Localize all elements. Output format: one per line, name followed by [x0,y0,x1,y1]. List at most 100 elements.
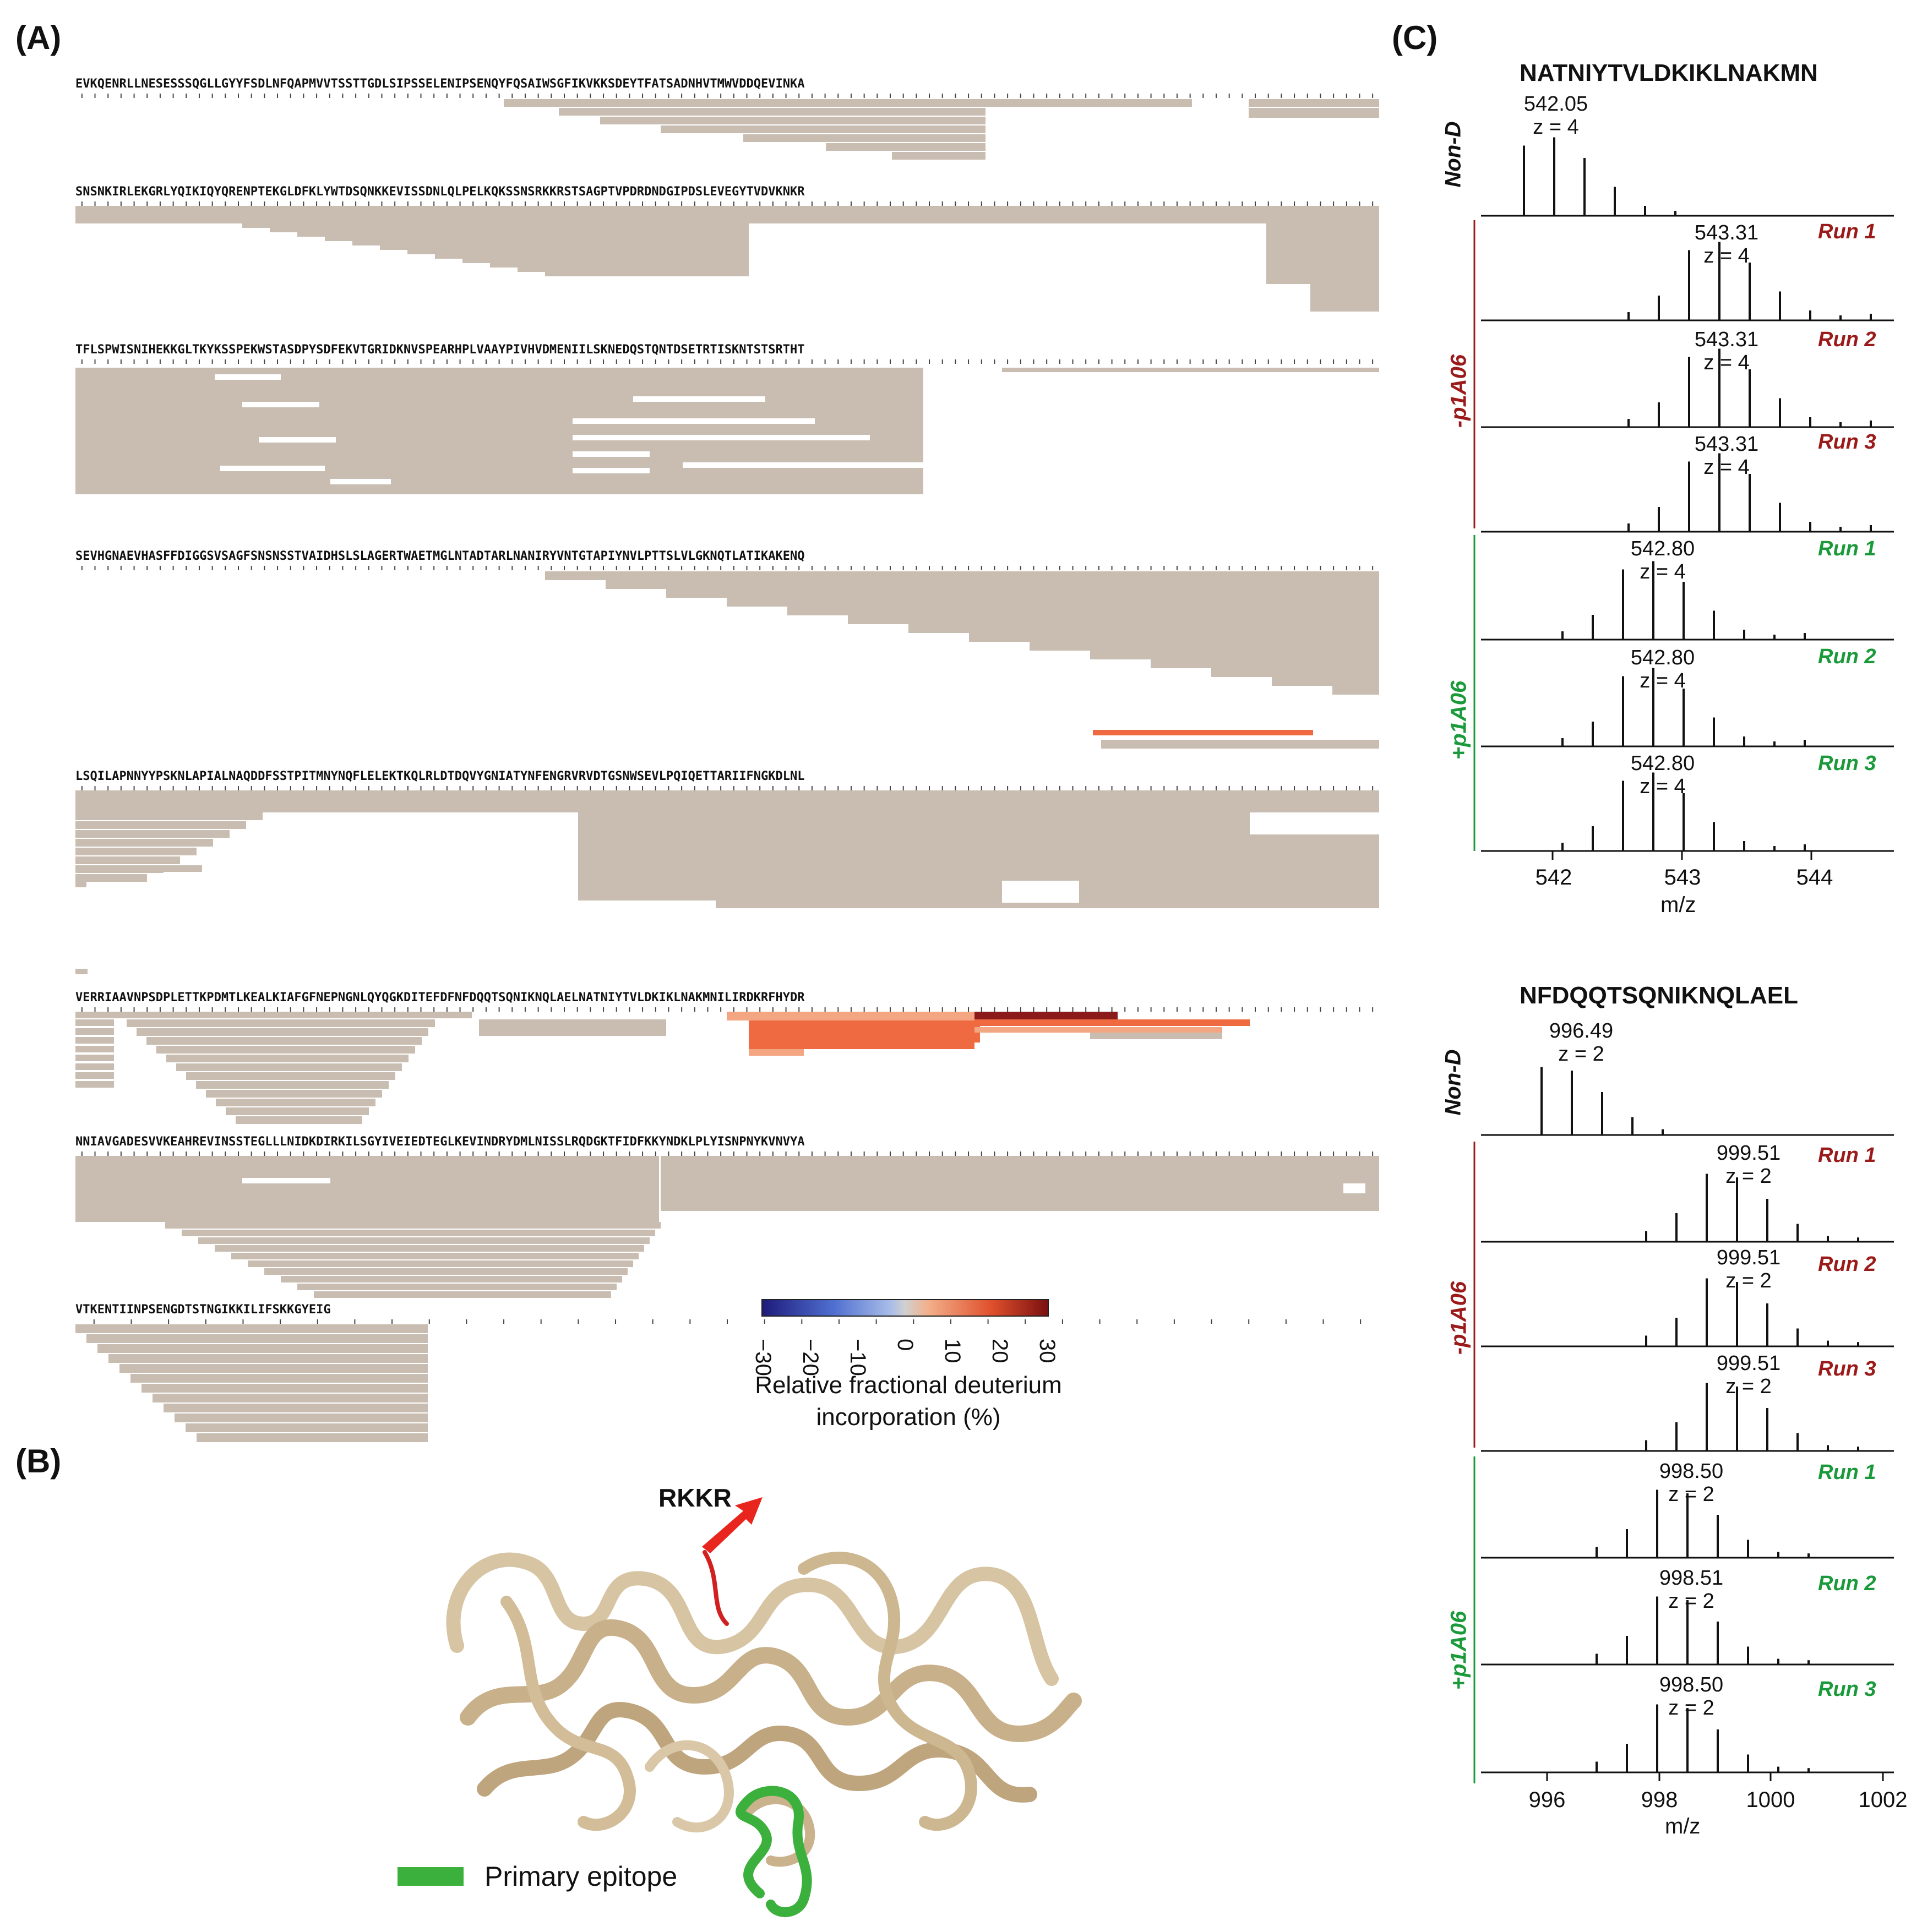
coverage-row3-gap [330,479,391,484]
coverage-row5-peptide [75,839,213,847]
coverage-row2-peptide [1310,223,1379,312]
coverage-row2-peptide [242,223,749,228]
coverage-row6-peptide [166,1055,409,1062]
sequence-row-5: LSQILAPNNYYPSKNLAPIALNAQDDFSSTPITMNYNQFL… [75,769,805,783]
coverage-row7-peptide [297,1284,617,1290]
coverage-row5-peptide [75,848,197,855]
coverage-row2-peptide [545,272,749,276]
coverage-row8-peptide [141,1384,428,1393]
coverage-row5-peptide [75,874,147,882]
ms-top-title: NATNIYTVLDKIKLNAKMN [1520,59,1818,86]
coverage-row6-deuterium-increase [749,1049,804,1056]
panel-label-b: (B) [15,1443,62,1480]
ms-top-group-minus: -p1A06 [1446,354,1471,428]
panel-label-c: (C) [1392,19,1438,56]
ms-bottom-xtick-3: 1000 [1746,1788,1795,1812]
coverage-row5-peptide [75,856,180,864]
coverage-row7-peptide [248,1260,633,1267]
coverage-row3-peptide [1002,368,1379,372]
coverage-row4-peptide [1030,642,1379,651]
ms-top-xtick-1: 542 [1535,865,1572,889]
coverage-row6-peptide [236,1116,362,1124]
coverage-row3-gap [633,396,765,402]
sequence-row-4: SEVHGNAEVHASFFDIGGSVSAGFSNSNSSTVAIDHSLSL… [75,549,805,563]
sequence-row-2: SNSNKIRLEKGRLYQIKIQYQRENPTEKGLDFKLYWTDSQ… [75,185,805,199]
ms-bottom-xlabel: m/z [1665,1814,1701,1838]
coverage-row8-peptide [119,1364,428,1373]
coverage-row4-peptide [1272,677,1379,686]
coverage-row3-gap [220,466,325,471]
coverage-row6-peptide [226,1107,369,1115]
coverage-row8-peptide [153,1394,428,1402]
coverage-row6-peptide [186,1072,395,1080]
coverage-row8-peptide [186,1423,428,1432]
panel-label-a: (A) [15,19,62,56]
ms-bottom-run-2: Run 2 [1818,1253,1876,1276]
ms-top-run-5: Run 2 [1818,645,1876,668]
coverage-row5-gap [1250,812,1379,834]
coverage-row7-peptide [198,1237,650,1244]
coverage-row3-gap [573,451,650,457]
coverage-row1-peptide [743,134,985,142]
coverage-row6-deuterium-increase [727,1012,980,1020]
ms-top-run-3: Run 3 [1818,430,1876,454]
coverage-row2-peptide [297,232,749,237]
ms-top-xtick-2: 543 [1664,865,1701,889]
coverage-row8-peptide [97,1344,428,1353]
ms-bottom-xtick-1: 996 [1528,1788,1566,1812]
coverage-row2-peptide [270,228,749,232]
coverage-row6-deuterium-increase [974,1027,1222,1033]
coverage-row6-deuterium-increase [749,1040,974,1049]
coverage-row6-peptide [479,1019,666,1036]
coverage-row1-peptide [661,125,985,133]
coverage-row4-peptide [545,571,1379,580]
coverage-row4-peptide [848,615,1379,624]
coverage-row8-peptide [175,1413,428,1422]
coverage-row5-peptide [75,812,263,820]
coverage-row6-peptide [75,1012,472,1018]
ms-bottom-xtick-2: 998 [1641,1788,1678,1812]
coverage-row3-gap [683,462,925,468]
ms-bottom-xtick-4: 1002 [1858,1788,1908,1812]
coverage-row6-peptide [75,1072,114,1079]
coverage-row4-peptide [1211,668,1379,677]
coverage-row2-peptide [1266,223,1310,284]
coverage-row7-peptide [182,1230,655,1236]
ms-top-group-plus: +p1A06 [1446,680,1471,760]
sequence-row-8: VTKENTIINPSENGDTSTNGIKKILIFSKKGYEIG [75,1303,331,1317]
coverage-row4-peptide [1101,740,1379,749]
coverage-row7-peptide [165,1222,661,1229]
coverage-row2-peptide [380,245,749,250]
coverage-row4-peptide [727,598,1379,607]
coverage-row5-gap [1002,881,1079,903]
coverage-row6-peptide [75,1046,114,1052]
ms-top-run-2: Run 2 [1818,328,1876,351]
coverage-row5-peptide [578,812,1379,900]
coverage-row3-gap [242,402,319,407]
coverage-row1-peptide [826,143,985,151]
colorbar-label-line1: Relative fractional deuterium [755,1372,1062,1399]
ms-bottom-run-1: Run 1 [1818,1144,1876,1167]
coverage-row1-peptide [1249,108,1379,118]
ms-top-xtick-3: 544 [1796,865,1833,889]
ms-top-xlabel: m/z [1660,893,1696,917]
coverage-row6-peptide [75,1081,114,1088]
ms-top-run-4: Run 1 [1818,537,1876,560]
coverage-row4-peptide [1332,686,1379,695]
coverage-row5-peptide [75,969,88,974]
coverage-row2-peptide [325,237,749,241]
coverage-row4-peptide [787,607,1379,615]
coverage-row6-peptide [146,1037,422,1045]
coverage-row4-peptide [908,624,1379,633]
coverage-row8-peptide [164,1404,428,1412]
coverage-row4-peptide [1090,651,1379,659]
ms-bottom-run-5: Run 2 [1818,1572,1876,1595]
